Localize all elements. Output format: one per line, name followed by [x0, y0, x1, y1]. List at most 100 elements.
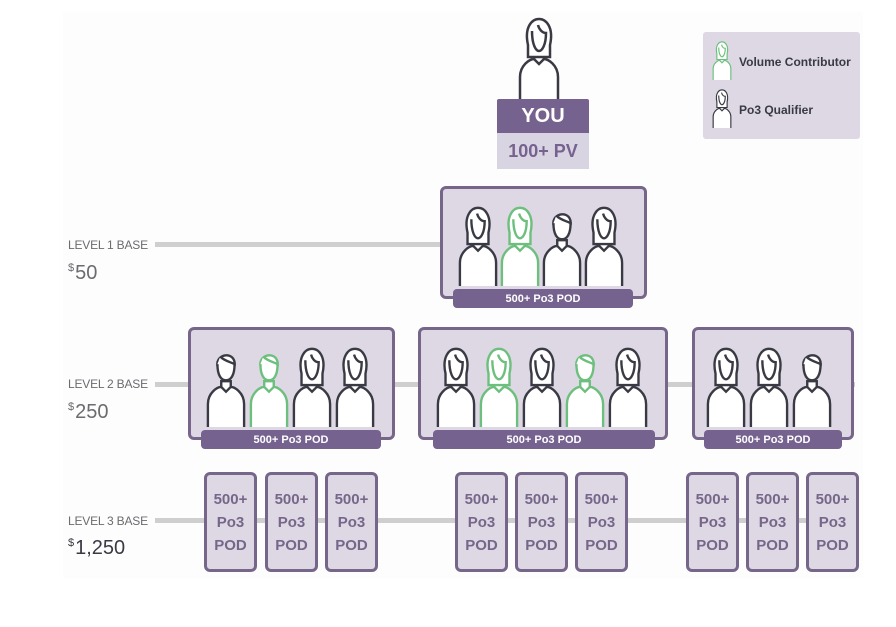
- level3-title: LEVEL 3 BASE: [68, 514, 148, 528]
- amount-value: 1,250: [75, 537, 126, 559]
- you-card: YOU 100+ PV: [497, 99, 589, 169]
- pod-label-line1: 500+: [334, 490, 369, 508]
- legend-item-po3-qualifier: Po3 Qualifier: [711, 88, 813, 131]
- pod-label-line1: 500+: [815, 490, 850, 508]
- legend-label: Volume Contributor: [739, 54, 851, 69]
- person-female-icon: [706, 347, 746, 427]
- person-male-icon: [565, 354, 605, 427]
- level1-connector: [155, 242, 445, 247]
- volume-contributor-icon: [711, 40, 733, 83]
- pod-label-line1: 500+: [584, 490, 619, 508]
- po3-qualifier-person: [542, 203, 582, 287]
- level1-amount: $50: [68, 262, 97, 285]
- volume-contributor-person: [479, 344, 519, 428]
- pod-label-line3: POD: [756, 536, 789, 554]
- po3-qualifier-person: [292, 344, 332, 428]
- volume-contributor-person: [500, 203, 540, 287]
- level1-members: [458, 203, 624, 287]
- pod-label-line1: 500+: [213, 490, 248, 508]
- legend: Volume Contributor Po3 Qualifier: [703, 32, 860, 139]
- person-female-icon: [608, 347, 648, 427]
- person-female-icon: [749, 347, 789, 427]
- currency-symbol: $: [68, 401, 75, 413]
- person-female-icon: [458, 206, 498, 286]
- level1-title: LEVEL 1 BASE: [68, 238, 148, 252]
- pod-label-line3: POD: [275, 536, 308, 554]
- pod-label-line1: 500+: [524, 490, 559, 508]
- amount-value: 250: [75, 401, 109, 423]
- po3-qualifier-person: [436, 344, 476, 428]
- volume-contributor-person: [565, 344, 605, 428]
- pod-label-line1: 500+: [695, 490, 730, 508]
- person-male-icon: [792, 354, 832, 427]
- po3-qualifier-person: [522, 344, 562, 428]
- person-female-icon: [500, 206, 540, 286]
- person-female-icon: [479, 347, 519, 427]
- po3-qualifier-icon: [711, 88, 733, 131]
- person-male-icon: [206, 354, 246, 427]
- person-female-icon: [584, 206, 624, 286]
- pod-label-line1: 500+: [464, 490, 499, 508]
- po3-qualifier-person: [584, 203, 624, 287]
- person-male-icon: [542, 213, 582, 286]
- po3-qualifier-person: [792, 344, 832, 428]
- level2-pod-3-members: [706, 344, 832, 428]
- po3-qualifier-person: [458, 203, 498, 287]
- currency-symbol: $: [68, 262, 75, 274]
- po3-qualifier-person: [608, 344, 648, 428]
- level2-pod-1-members: [206, 344, 375, 428]
- person-male-icon: [249, 354, 289, 427]
- person-female-icon: [292, 347, 332, 427]
- you-pv: 100+ PV: [497, 133, 589, 169]
- pod-label-line3: POD: [214, 536, 247, 554]
- person-female-icon: [436, 347, 476, 427]
- pod-label-line3: POD: [585, 536, 618, 554]
- pod-label-line2: Po3: [277, 513, 306, 531]
- level1-pod-banner: 500+ Po3 POD: [453, 289, 633, 308]
- level2-pod-1-banner: 500+ Po3 POD: [201, 430, 381, 449]
- pod-label-line3: POD: [465, 536, 498, 554]
- pod-label-line2: Po3: [216, 513, 245, 531]
- you-person-icon: [512, 15, 566, 106]
- pod-label-line2: Po3: [758, 513, 787, 531]
- level3-amount: $1,250: [68, 537, 125, 560]
- pod-label-line2: Po3: [337, 513, 366, 531]
- volume-contributor-person: [249, 344, 289, 428]
- po3-qualifier-person: [206, 344, 246, 428]
- level2-title: LEVEL 2 BASE: [68, 377, 148, 391]
- po3-qualifier-person: [335, 344, 375, 428]
- pod-label-line2: Po3: [698, 513, 727, 531]
- po3-qualifier-person: [706, 344, 746, 428]
- level2-pod-2-banner: 500+ Po3 POD: [433, 430, 655, 449]
- legend-label: Po3 Qualifier: [739, 102, 814, 117]
- po3-qualifier-person: [749, 344, 789, 428]
- level2-amount: $250: [68, 401, 109, 424]
- person-female-icon: [335, 347, 375, 427]
- you-label: YOU: [497, 99, 589, 133]
- pod-label-line2: Po3: [527, 513, 556, 531]
- legend-item-volume-contributor: Volume Contributor: [711, 40, 851, 83]
- pod-label-line2: Po3: [467, 513, 496, 531]
- level2-pod-3-banner: 500+ Po3 POD: [704, 430, 842, 449]
- pod-label-line1: 500+: [755, 490, 790, 508]
- person-female-icon: [522, 347, 562, 427]
- pod-label-line2: Po3: [587, 513, 616, 531]
- pod-label-line3: POD: [696, 536, 729, 554]
- pod-label-line3: POD: [525, 536, 558, 554]
- amount-value: 50: [75, 262, 98, 284]
- pod-label-line1: 500+: [274, 490, 309, 508]
- pod-label-line3: POD: [335, 536, 368, 554]
- level2-pod-2-members: [436, 344, 648, 428]
- pod-label-line2: Po3: [818, 513, 847, 531]
- pod-label-line3: POD: [816, 536, 849, 554]
- currency-symbol: $: [68, 537, 75, 549]
